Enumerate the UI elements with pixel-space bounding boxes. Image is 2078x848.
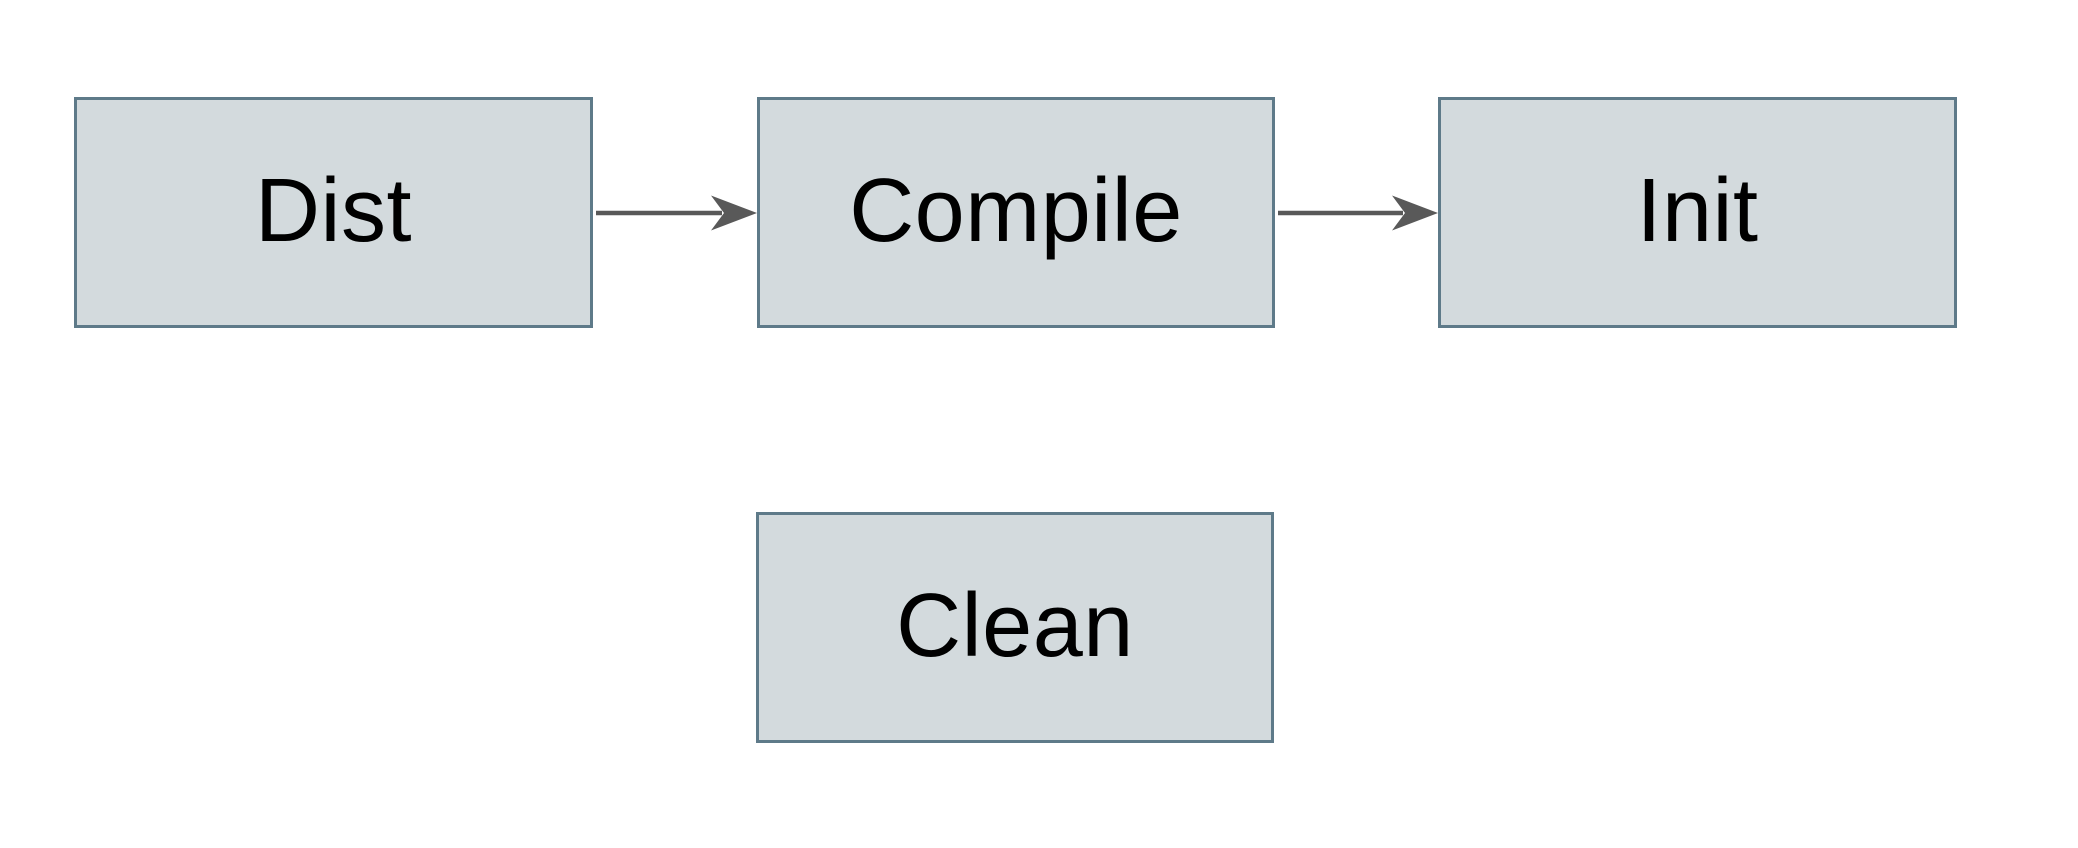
connector-dist-to-compile [596,195,757,231]
node-dist: Dist [74,97,593,328]
node-clean: Clean [756,512,1274,743]
node-init-label: Init [1636,160,1759,261]
node-compile-label: Compile [849,160,1183,261]
connector-compile-to-init [1278,195,1438,231]
node-compile: Compile [757,97,1275,328]
node-init: Init [1438,97,1957,328]
node-dist-label: Dist [255,160,412,261]
node-clean-label: Clean [896,575,1134,676]
